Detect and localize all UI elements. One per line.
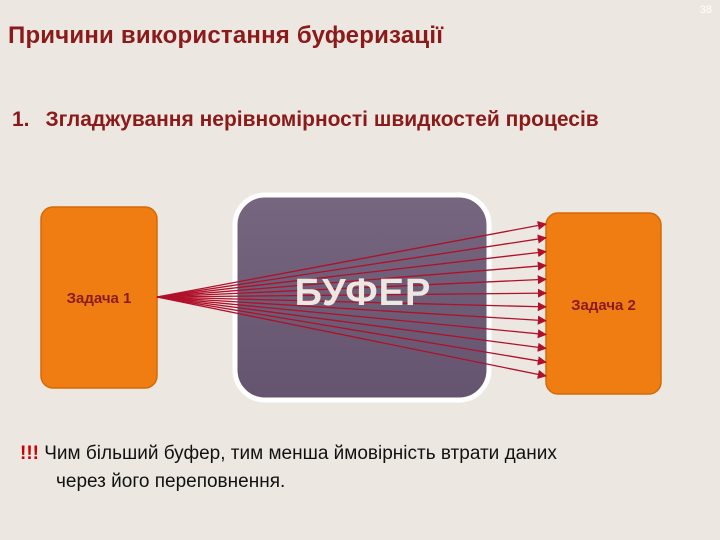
note: !!! Чим більший буфер, тим менша ймовірн… — [20, 440, 710, 496]
flow-arrow — [156, 248, 547, 298]
note-line1: Чим більший буфер, тим менша ймовірність… — [44, 443, 557, 464]
flow-arrow — [156, 296, 547, 366]
flow-arrow — [156, 288, 547, 298]
note-line2: через його переповнення. — [56, 471, 286, 492]
task2-label: Задача 2 — [571, 297, 636, 314]
flow-arrow — [156, 296, 547, 352]
point-number: 1. — [12, 108, 30, 131]
flow-arrow — [156, 296, 547, 339]
point-heading: 1. Згладжування нерівномірності швидкост… — [12, 108, 599, 132]
buffer-label: БУФЕР — [294, 272, 432, 314]
slide-title: Причини використання буферизації — [8, 22, 444, 49]
flow-arrow — [156, 296, 547, 379]
flow-arrow — [156, 221, 547, 298]
flow-arrow — [156, 234, 547, 298]
flow-arrow — [156, 261, 547, 298]
note-mark: !!! — [20, 443, 39, 464]
flow-arrows — [156, 221, 547, 379]
task1-label: Задача 1 — [66, 290, 132, 307]
flow-arrow — [156, 275, 547, 298]
flow-arrow — [156, 296, 547, 325]
slide-number: 38 — [699, 4, 712, 16]
point-text: Згладжування нерівномірності швидкостей … — [45, 108, 599, 131]
flow-arrow — [156, 296, 547, 312]
